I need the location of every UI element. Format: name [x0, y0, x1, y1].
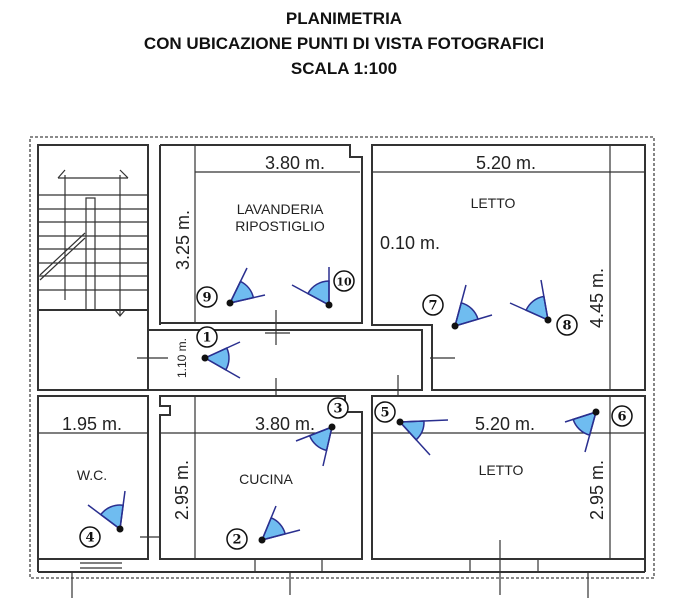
dimension-lines — [38, 145, 645, 598]
view-ray — [87, 504, 121, 530]
viewpoint-4: 4 — [79, 490, 126, 548]
dim-cucina-width: 3.80 m. — [255, 414, 315, 434]
title-line-3: SCALA 1:100 — [290, 59, 398, 78]
camera-position-dot — [544, 316, 552, 324]
room-label-letto-bottom: LETTO — [479, 462, 524, 478]
view-ray — [204, 341, 241, 359]
viewpoint-8: 8 — [509, 279, 578, 336]
room-label-lavanderia: LAVANDERIA — [237, 201, 324, 217]
view-ray — [454, 314, 493, 327]
dim-letto-top-width: 5.20 m. — [476, 153, 536, 173]
camera-position-dot — [396, 418, 404, 426]
dim-corridor: 1.10 m. — [175, 338, 189, 378]
camera-position-dot — [226, 299, 234, 307]
view-ray — [291, 284, 330, 306]
viewpoint-number-circle — [196, 286, 218, 308]
view-ray — [322, 426, 333, 467]
title-line-2: CON UBICAZIONE PUNTI DI VISTA FOTOGRAFIC… — [143, 34, 545, 53]
viewpoint-number-circle — [374, 401, 396, 423]
view-ray — [295, 426, 333, 442]
camera-position-dot — [116, 525, 124, 533]
viewpoint-number: 9 — [202, 291, 211, 306]
viewpoint-number-circle — [226, 528, 248, 550]
viewpoint-number-circle — [556, 314, 578, 336]
viewpoint-number-circle — [611, 405, 633, 427]
viewpoint-5: 5 — [374, 401, 449, 456]
viewpoint-number-circle — [79, 526, 101, 548]
viewpoint-number: 7 — [428, 299, 437, 314]
viewpoint-3: 3 — [295, 397, 349, 467]
viewpoint-number-circle — [327, 397, 349, 419]
room-label-wc: W.C. — [77, 467, 107, 483]
viewpoints: 1 2 3 4 5 6 7 8 9 10 — [79, 267, 633, 550]
viewpoint-2: 2 — [226, 505, 301, 550]
viewpoint-number: 5 — [380, 406, 389, 421]
view-ray — [119, 490, 126, 530]
camera-position-dot — [325, 301, 333, 309]
viewpoint-number: 6 — [617, 410, 626, 425]
view-ray — [564, 411, 597, 423]
camera-position-dot — [592, 408, 600, 416]
dim-cucina-height: 2.95 m. — [172, 460, 192, 520]
dim-letto-bottom-width: 5.20 m. — [475, 414, 535, 434]
view-ray — [229, 267, 248, 304]
staircase — [38, 169, 148, 317]
room-label-ripostiglio: RIPOSTIGLIO — [235, 218, 325, 234]
camera-position-dot — [258, 536, 266, 544]
dim-lav-width: 3.80 m. — [265, 153, 325, 173]
view-ray — [540, 279, 549, 321]
viewpoint-1: 1 — [196, 326, 241, 379]
camera-position-dot — [451, 322, 459, 330]
title-line-1: PLANIMETRIA — [285, 9, 403, 28]
room-label-cucina: CUCINA — [239, 471, 293, 487]
view-ray — [229, 294, 266, 304]
viewpoint-7: 7 — [422, 284, 493, 330]
view-ray — [204, 357, 241, 379]
view-cone — [398, 420, 425, 441]
viewpoint-number: 3 — [333, 402, 342, 417]
viewpoint-number: 10 — [336, 276, 352, 289]
viewpoint-number-circle — [196, 326, 218, 348]
view-ray — [261, 505, 277, 541]
room-label-letto-top: LETTO — [471, 195, 516, 211]
view-ray — [399, 419, 449, 423]
view-cone — [306, 280, 330, 307]
dim-letto-top-height: 4.45 m. — [587, 268, 607, 328]
dim-wall: 0.10 m. — [380, 233, 440, 253]
dim-letto-bottom-height: 2.95 m. — [587, 460, 607, 520]
view-ray — [399, 421, 431, 456]
viewpoint-number: 8 — [562, 319, 571, 334]
walls — [37, 144, 646, 573]
camera-position-dot — [328, 423, 336, 431]
viewpoint-number: 4 — [85, 531, 94, 546]
view-ray — [509, 302, 549, 321]
view-cone — [203, 347, 230, 371]
dim-lav-height: 3.25 m. — [173, 210, 193, 270]
viewpoint-number-circle — [422, 294, 444, 316]
dim-wc-width: 1.95 m. — [62, 414, 122, 434]
view-ray — [584, 411, 597, 453]
property-boundary — [29, 136, 655, 579]
view-ray — [454, 284, 467, 327]
viewpoint-10: 10 — [291, 267, 355, 309]
viewpoint-number: 1 — [202, 331, 211, 346]
viewpoint-number: 2 — [232, 533, 241, 548]
viewpoint-9: 9 — [196, 267, 266, 308]
view-ray — [261, 529, 301, 541]
viewpoint-6: 6 — [564, 405, 633, 453]
viewpoint-number-circle — [333, 270, 355, 292]
camera-position-dot — [201, 354, 209, 362]
